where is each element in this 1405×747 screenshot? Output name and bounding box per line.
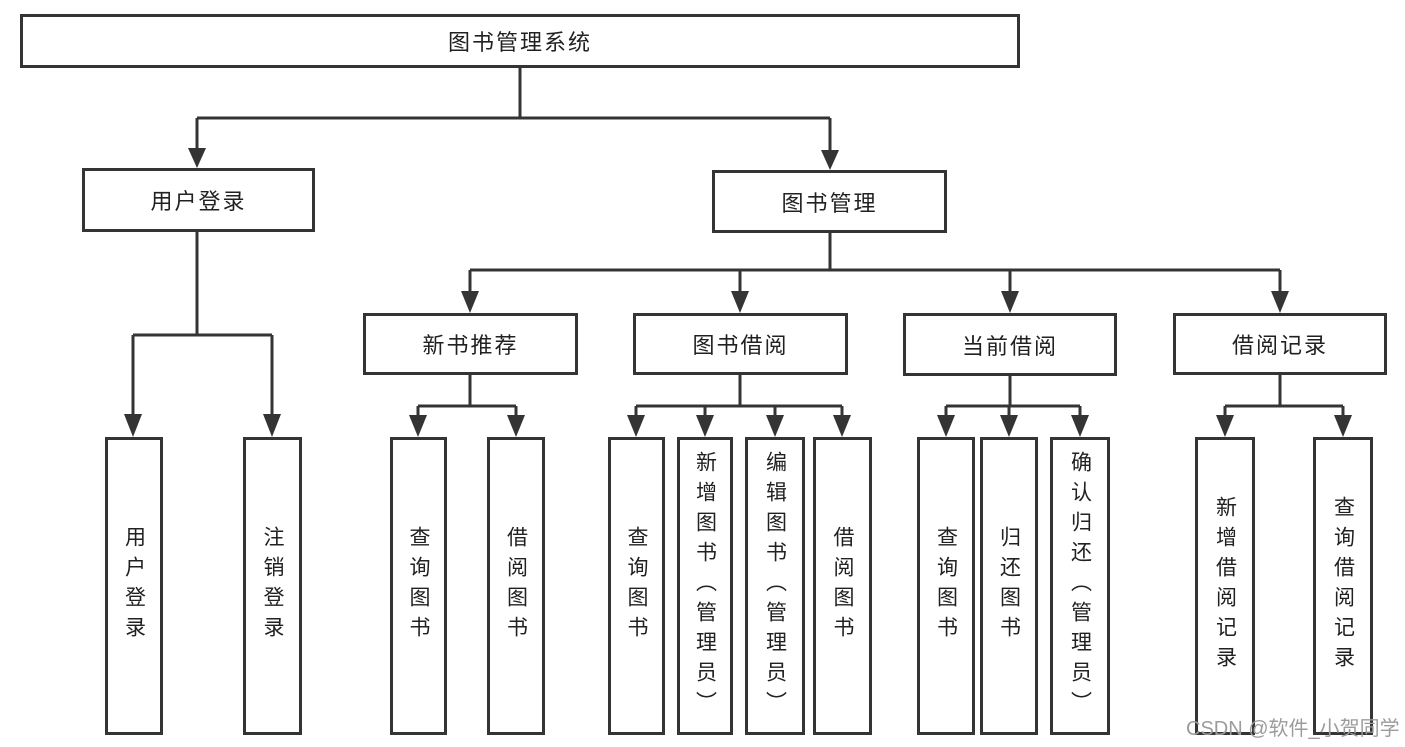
leaf-query-books-recommend: 查询图书 <box>390 437 447 735</box>
leaf-query-books-recommend-label: 查询图书 <box>407 526 430 646</box>
leaf-add-books-admin: 新增图书（管理员） <box>677 437 733 735</box>
leaf-edit-books-admin-label: 编辑图书（管理员） <box>763 451 787 721</box>
leaf-borrow-books-label: 借阅图书 <box>831 526 854 646</box>
leaf-logout: 注销登录 <box>243 437 302 735</box>
node-root: 图书管理系统 <box>20 14 1020 68</box>
leaf-query-books-borrowing: 查询图书 <box>608 437 665 735</box>
node-new-book-recommend: 新书推荐 <box>363 313 578 375</box>
node-new-book-recommend-label: 新书推荐 <box>422 333 519 358</box>
leaf-user-login: 用户登录 <box>105 437 163 735</box>
node-root-label: 图书管理系统 <box>447 30 592 55</box>
node-user-login: 用户登录 <box>82 168 315 232</box>
leaf-edit-books-admin: 编辑图书（管理员） <box>745 437 805 735</box>
csdn-watermark: CSDN @软件_小贺同学 <box>1186 718 1400 740</box>
leaf-add-borrow-record: 新增借阅记录 <box>1195 437 1255 735</box>
leaf-return-books: 归还图书 <box>980 437 1038 735</box>
leaf-query-books-current-label: 查询图书 <box>934 526 958 646</box>
leaf-user-login-label: 用户登录 <box>122 526 146 646</box>
leaf-borrow-books-recommend: 借阅图书 <box>487 437 545 735</box>
arrowhead-icons <box>124 148 1352 437</box>
node-current-borrowing-label: 当前借阅 <box>961 333 1058 359</box>
leaf-return-books-label: 归还图书 <box>997 526 1021 646</box>
leaf-query-borrow-record: 查询借阅记录 <box>1313 437 1373 735</box>
node-borrowing-records: 借阅记录 <box>1173 313 1387 375</box>
leaf-query-books-borrowing-label: 查询图书 <box>625 526 648 646</box>
node-book-borrowing-label: 图书借阅 <box>692 333 789 358</box>
node-book-management-label: 图书管理 <box>781 190 878 216</box>
leaf-add-borrow-record-label: 新增借阅记录 <box>1213 496 1237 676</box>
node-borrowing-records-label: 借阅记录 <box>1231 333 1328 358</box>
leaf-logout-label: 注销登录 <box>261 526 284 646</box>
node-user-login-label: 用户登录 <box>150 189 247 214</box>
leaf-confirm-return-admin: 确认归还（管理员） <box>1050 437 1110 735</box>
leaf-query-borrow-record-label: 查询借阅记录 <box>1331 496 1355 676</box>
leaf-confirm-return-admin-label: 确认归还（管理员） <box>1068 451 1092 721</box>
node-book-borrowing: 图书借阅 <box>633 313 848 375</box>
leaf-borrow-books-recommend-label: 借阅图书 <box>504 526 528 646</box>
leaf-query-books-current: 查询图书 <box>917 437 975 735</box>
node-current-borrowing: 当前借阅 <box>903 313 1117 376</box>
leaf-borrow-books: 借阅图书 <box>813 437 872 735</box>
node-book-management: 图书管理 <box>712 170 947 233</box>
leaf-add-books-admin-label: 新增图书（管理员） <box>693 451 717 721</box>
